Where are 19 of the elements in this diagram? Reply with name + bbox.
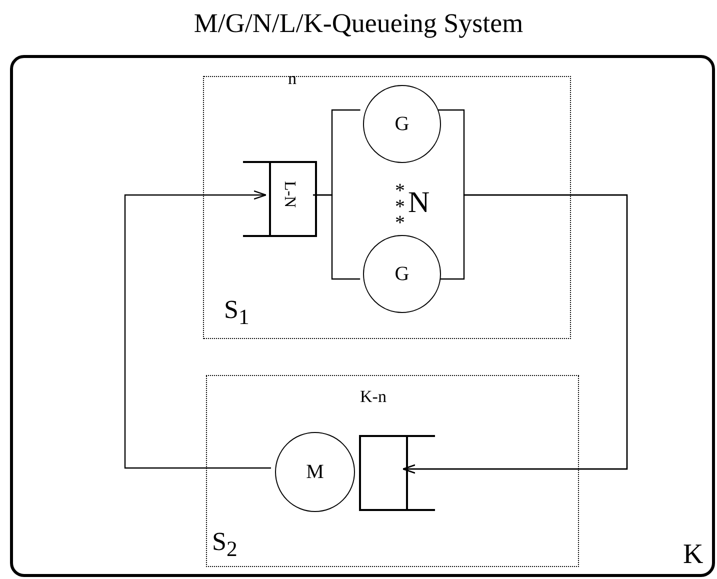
queue-label: L-N (281, 181, 297, 208)
server-label: G (394, 114, 410, 134)
arrow (124, 190, 271, 469)
system-boundary (10, 55, 715, 577)
queue-symbol (243, 161, 317, 237)
arrow (402, 194, 628, 474)
station-region (206, 375, 579, 567)
population-label: K (683, 541, 704, 569)
connector-line (313, 194, 360, 280)
replication-dots: *** (390, 180, 410, 228)
station-label: S$_{1}$ (224, 297, 250, 329)
count-label: K-n (360, 388, 386, 405)
station-label: S$_{2}$ (212, 529, 238, 561)
server-label: G (394, 264, 410, 284)
queue-symbol (359, 435, 435, 511)
server-label: M (306, 462, 324, 482)
station-region (203, 76, 571, 339)
server-count-label: N (408, 188, 430, 218)
diagram-title: M/G/N/L/K-Queueing System (192, 10, 524, 37)
